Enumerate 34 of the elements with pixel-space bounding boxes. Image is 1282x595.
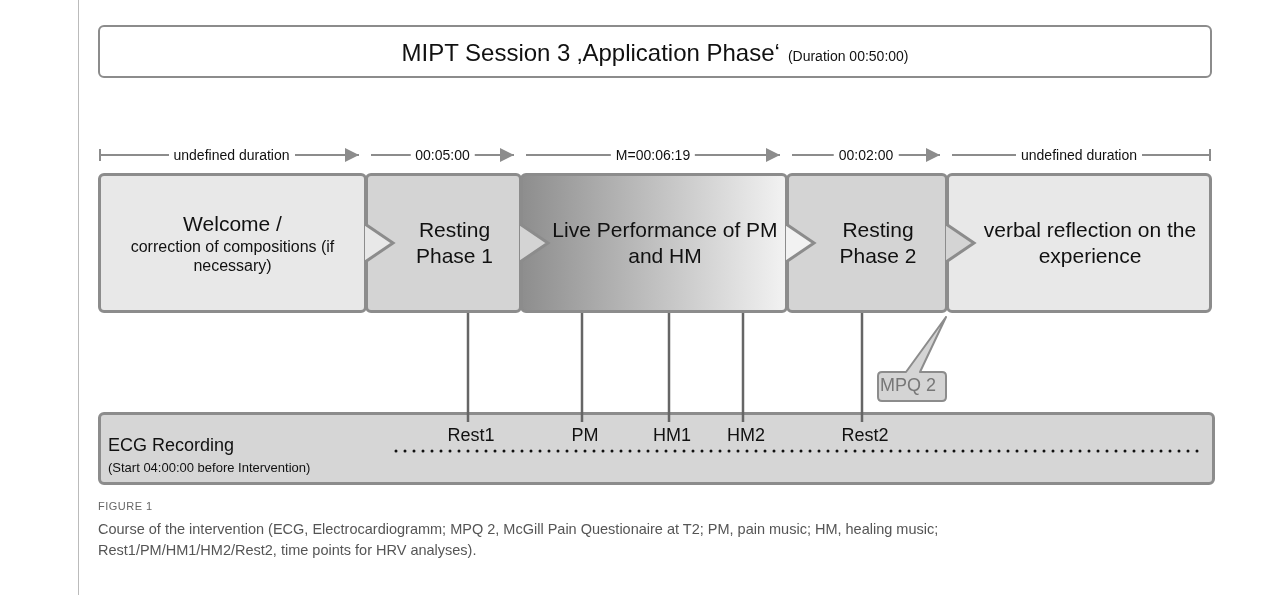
time-point-label: Rest1 — [446, 424, 496, 447]
connector-line — [741, 313, 745, 422]
phase-box — [946, 173, 1212, 313]
recording-label: ECG Recording — [108, 435, 235, 456]
recording-note: (Start 04:00:00 before Intervention) — [108, 460, 311, 475]
time-point-label: Rest2 — [840, 424, 890, 447]
connector-line — [860, 313, 864, 422]
time-point-label: HM2 — [726, 424, 766, 447]
phase-label: Resting Phase 2 — [838, 217, 918, 269]
phase-box — [365, 173, 522, 313]
connector-line — [667, 313, 671, 422]
connector-line — [580, 313, 584, 422]
phase-label: Welcome / — [183, 211, 282, 237]
duration-note: (Duration 00:50:00) — [787, 48, 909, 64]
figure-caption: Course of the intervention (ECG, Electrocardiogramm; MPQ 2, McGill Pain Questionaire at T2; PM, pain music; HM, healing music; Rest1/PM/HM1/HM2/Rest2, time points for HRV analyses). — [98, 520, 940, 560]
title-box — [98, 25, 1212, 78]
phase-box — [520, 173, 788, 313]
phase-label: verbal reflection on the experience — [982, 217, 1198, 269]
callout-bubble — [876, 316, 948, 402]
phase-label: Live Performance of PM and HM — [551, 217, 779, 269]
figure-number: FIGURE 1 — [98, 500, 153, 512]
chevron-arrow — [363, 222, 396, 264]
phase-label: Resting Phase 1 — [414, 217, 495, 269]
time-point-label: PM — [570, 424, 600, 447]
chevron-arrow — [784, 222, 817, 264]
time-point-label: HM1 — [652, 424, 692, 447]
phase-box — [786, 173, 948, 313]
session-title: MIPT Session 3 ‚Application Phase‘ — [401, 39, 780, 67]
phase-box — [98, 173, 367, 313]
connector-line — [466, 313, 470, 422]
phase-note: correction of compositions (if necessary) — [129, 237, 336, 275]
chevron-arrow — [944, 222, 977, 264]
callout-label: MPQ 2 — [880, 375, 936, 396]
recording-bar — [98, 412, 1215, 485]
